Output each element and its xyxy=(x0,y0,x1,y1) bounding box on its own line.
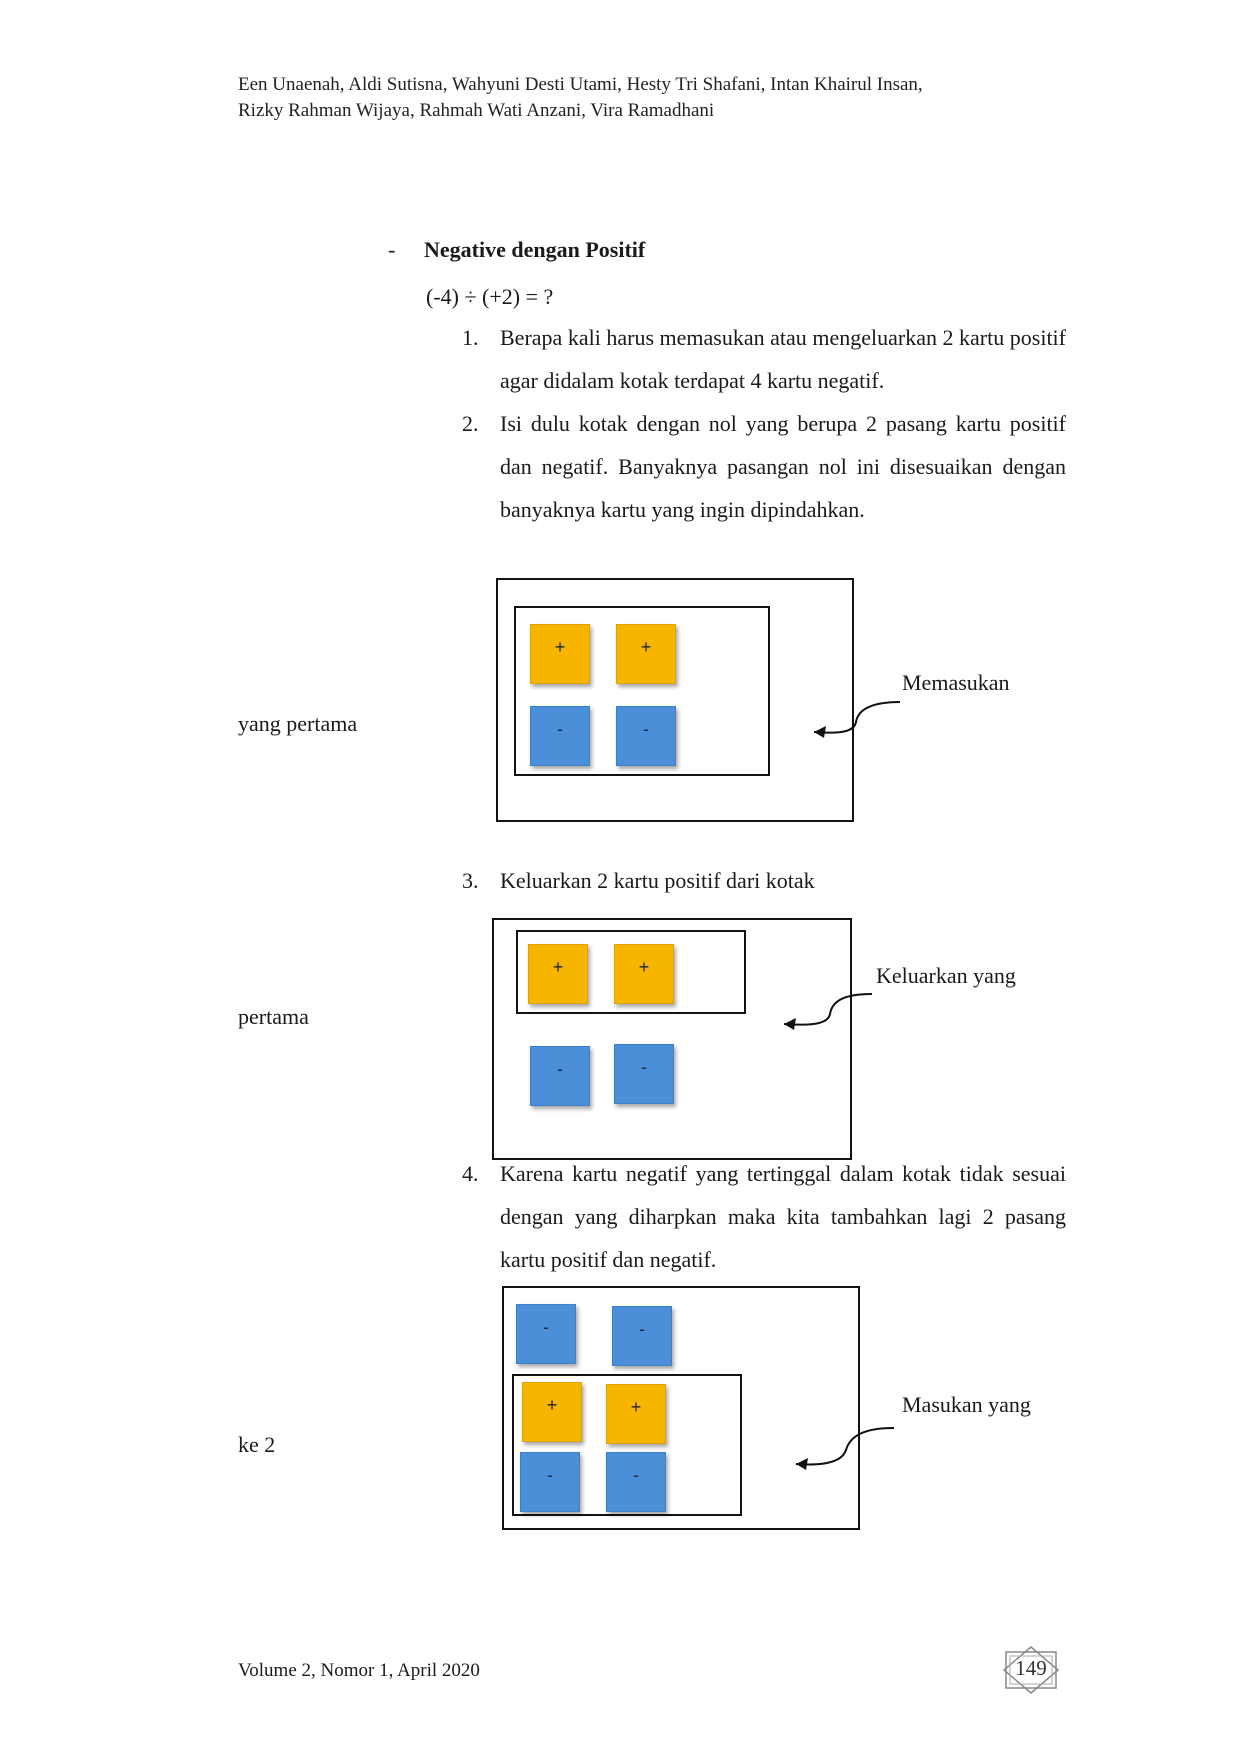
negative-card: - xyxy=(606,1452,666,1512)
side-text-1: yang pertama xyxy=(238,711,358,736)
figure-2-label: Keluarkan yang xyxy=(876,963,1016,988)
step-number: 2. xyxy=(462,411,479,436)
running-header: Een Unaenah, Aldi Sutisna, Wahyuni Desti… xyxy=(238,72,923,124)
step-text: Karena kartu negatif yang tertinggal dal… xyxy=(500,1161,1066,1272)
step-2: 2. Isi dulu kotak dengan nol yang berupa… xyxy=(462,402,1066,574)
bullet-dash: - xyxy=(388,237,396,262)
page-number-badge: 149 xyxy=(1000,1646,1062,1694)
positive-card: + xyxy=(614,944,674,1004)
ornament-frame-icon xyxy=(1002,1646,1060,1694)
figure-1-outer-box xyxy=(496,578,854,822)
figure-2-inner-box xyxy=(516,930,746,1014)
negative-card: - xyxy=(616,706,676,766)
negative-card: - xyxy=(614,1044,674,1104)
positive-card: + xyxy=(528,944,588,1004)
figure-1-inner-box xyxy=(514,606,770,776)
curved-arrow-icon xyxy=(783,993,873,1030)
step-number: 3. xyxy=(462,868,479,893)
step-text: Keluarkan 2 kartu positif dari kotak xyxy=(500,868,815,893)
negative-card: - xyxy=(520,1452,580,1512)
positive-card: + xyxy=(616,624,676,684)
step-4: 4. Karena kartu negatif yang tertinggal … xyxy=(462,1152,1066,1281)
figure-3-outer-box xyxy=(502,1286,860,1530)
figure-1-label: Memasukan xyxy=(902,670,1010,695)
positive-card: + xyxy=(530,624,590,684)
step-3: 3. Keluarkan 2 kartu positif dari kotak xyxy=(462,859,1066,902)
figure-2-outer-box xyxy=(492,918,852,1160)
step-text: Isi dulu kotak dengan nol yang berupa 2 … xyxy=(500,411,1066,522)
side-text-2: pertama xyxy=(238,1004,309,1029)
step-1: 1. Berapa kali harus memasukan atau meng… xyxy=(462,316,1066,402)
equation: (-4) ÷ (+2) = ? xyxy=(426,284,554,309)
figure-3-label: Masukan yang xyxy=(902,1392,1031,1417)
step-text: Berapa kali harus memasukan atau mengelu… xyxy=(500,325,1066,393)
negative-card: - xyxy=(516,1304,576,1364)
authors-line-2: Rizky Rahman Wijaya, Rahmah Wati Anzani,… xyxy=(238,100,715,121)
curved-arrow-icon xyxy=(813,701,901,738)
section-title: Negative dengan Positif xyxy=(424,237,646,262)
negative-card: - xyxy=(530,1046,590,1106)
page-number: 149 xyxy=(1015,1656,1047,1680)
negative-card: - xyxy=(530,706,590,766)
step-number: 4. xyxy=(462,1161,479,1186)
positive-card: + xyxy=(522,1382,582,1442)
curved-arrow-icon xyxy=(795,1427,895,1470)
positive-card: + xyxy=(606,1384,666,1444)
negative-card: - xyxy=(612,1306,672,1366)
footer-volume: Volume 2, Nomor 1, April 2020 xyxy=(238,1660,480,1681)
side-text-3: ke 2 xyxy=(238,1432,276,1457)
step-number: 1. xyxy=(462,325,479,350)
figure-3-inner-box xyxy=(512,1374,742,1516)
authors-line-1: Een Unaenah, Aldi Sutisna, Wahyuni Desti… xyxy=(238,74,923,95)
